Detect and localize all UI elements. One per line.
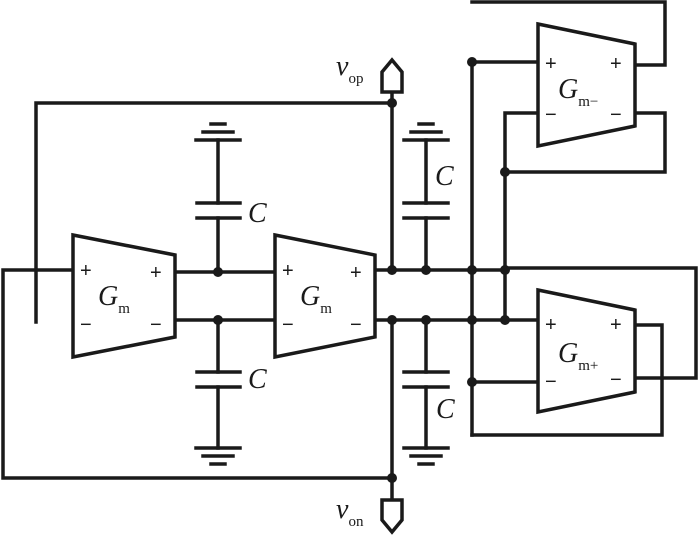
capacitor-top-right	[402, 122, 450, 272]
transconductor-gm-plus: + − + − Gm+	[536, 287, 637, 415]
capacitor-label-bottom-left: C	[248, 364, 267, 395]
feedback-wire-bottom	[1, 268, 394, 480]
svg-text:+: +	[80, 260, 92, 282]
svg-text:+: +	[150, 262, 162, 284]
transconductor-gm1: + − + − Gm	[71, 232, 177, 360]
gm-plus-plus-out	[470, 323, 664, 437]
svg-text:Gm: Gm	[300, 281, 332, 317]
capacitor-top-left	[194, 122, 242, 274]
gm-plus-minus-out	[503, 266, 698, 380]
feedback-wire-top	[34, 101, 394, 324]
terminal-vop	[380, 57, 404, 94]
transconductor-gm-minus: + − + − Gm−	[536, 21, 637, 149]
wires	[1, 0, 698, 502]
svg-text:−: −	[80, 314, 92, 336]
gm-minus-top-loop	[470, 0, 667, 67]
svg-text:+: +	[545, 53, 557, 75]
capacitor-label-top-right: C	[435, 161, 454, 192]
svg-text:−: −	[545, 104, 557, 126]
capacitor-bottom-right	[402, 318, 450, 466]
ground-icon	[402, 122, 450, 142]
svg-text:−: −	[610, 369, 622, 391]
capacitor-label-top-left: C	[248, 198, 267, 229]
vop-label: vop	[336, 51, 363, 87]
capacitor-bottom-left	[194, 318, 242, 466]
svg-text:+: +	[545, 314, 557, 336]
gm-minus-minus-in	[503, 111, 540, 322]
gm-minus-minus-out	[503, 111, 667, 174]
ground-icon	[402, 446, 450, 466]
svg-text:Gm−: Gm−	[558, 74, 598, 110]
svg-text:+: +	[610, 314, 622, 336]
svg-text:Gm+: Gm+	[558, 338, 598, 374]
svg-text:Gm: Gm	[98, 281, 130, 317]
svg-text:+: +	[350, 262, 362, 284]
capacitor-label-bottom-right: C	[436, 394, 455, 425]
svg-text:−: −	[150, 314, 162, 336]
von-label: von	[336, 494, 364, 530]
svg-text:−: −	[350, 314, 362, 336]
svg-text:−: −	[282, 314, 294, 336]
svg-text:−: −	[610, 104, 622, 126]
transconductor-gm2: + − + − Gm	[273, 232, 377, 360]
terminal-von	[380, 498, 404, 535]
svg-text:−: −	[545, 371, 557, 393]
ground-icon	[194, 122, 242, 142]
svg-text:+: +	[610, 53, 622, 75]
junction-dots	[213, 57, 510, 483]
ground-icon	[194, 446, 242, 466]
svg-text:+: +	[282, 260, 294, 282]
